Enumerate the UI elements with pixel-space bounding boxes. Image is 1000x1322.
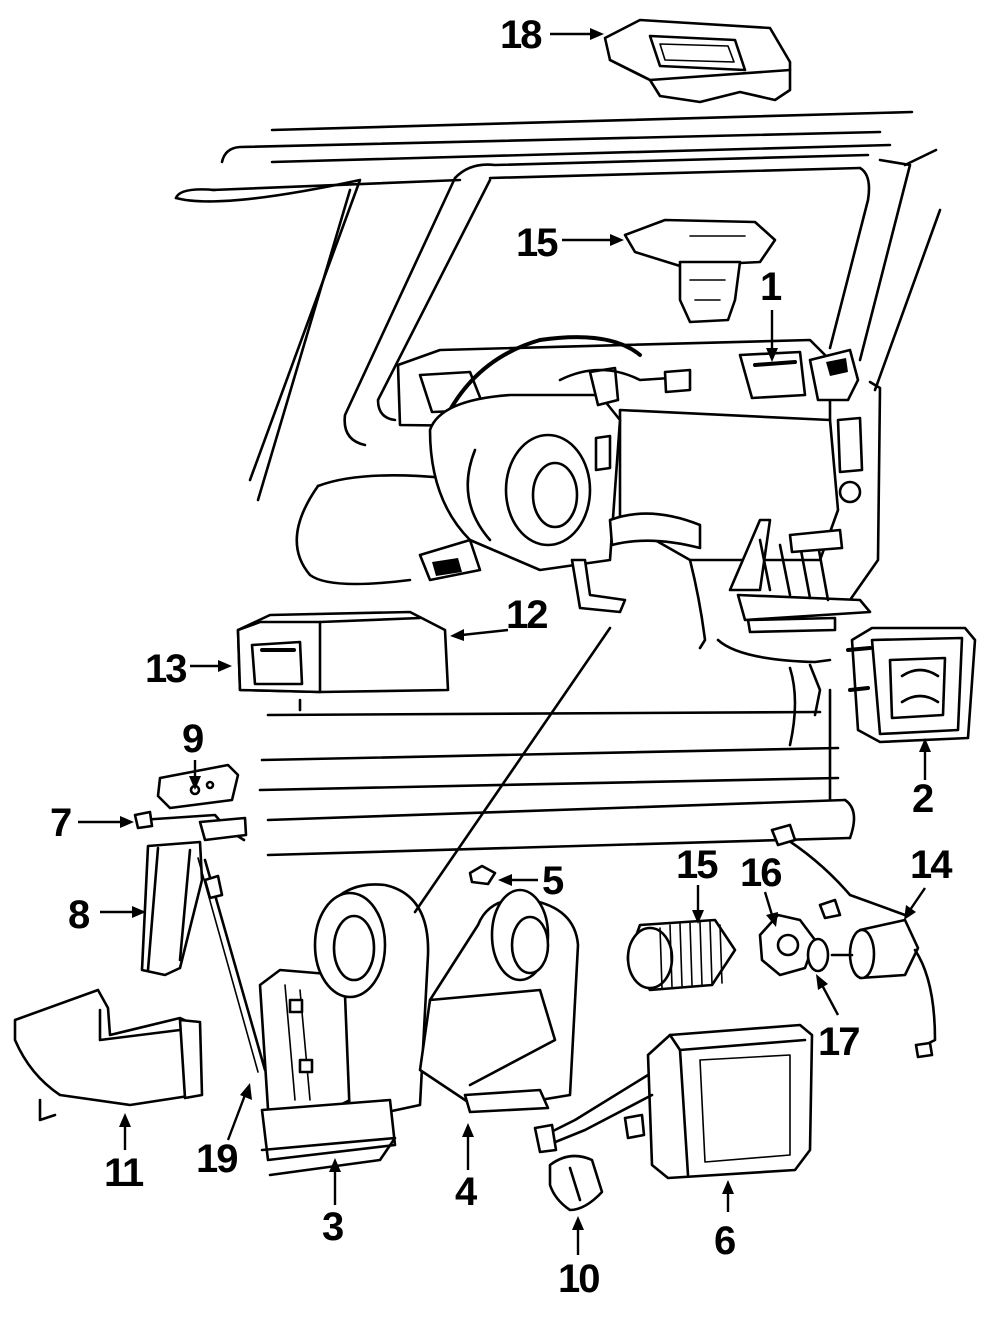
callout-2: 2 bbox=[912, 777, 933, 821]
callout-8: 8 bbox=[68, 893, 90, 937]
part-4-blower-case bbox=[418, 888, 580, 1114]
part-16-17-gasket bbox=[758, 913, 830, 977]
leader-line-housing-to-blower bbox=[413, 626, 612, 914]
callout-5: 5 bbox=[542, 859, 564, 903]
callout-14: 14 bbox=[910, 843, 953, 887]
callout-6: 6 bbox=[714, 1219, 735, 1263]
callout-4: 4 bbox=[455, 1170, 478, 1214]
callout-15-upper: 15 bbox=[516, 221, 558, 265]
callout-18: 18 bbox=[500, 13, 542, 57]
part-10-fitting bbox=[548, 1154, 604, 1212]
callout-19: 19 bbox=[196, 1137, 237, 1181]
callout-12: 12 bbox=[506, 593, 547, 637]
part-6-evaporator-core bbox=[533, 1023, 814, 1180]
callout-1: 1 bbox=[760, 265, 782, 309]
callout-7: 7 bbox=[50, 801, 71, 845]
callout-10: 10 bbox=[558, 1257, 599, 1301]
callout-3: 3 bbox=[322, 1205, 343, 1249]
part-5-clip bbox=[468, 864, 497, 886]
callout-15-lower: 15 bbox=[676, 843, 718, 887]
part-12-13-duct bbox=[236, 610, 450, 694]
part-3-blower-housing bbox=[258, 883, 430, 1177]
callout-arrows bbox=[78, 28, 931, 1255]
callout-17: 17 bbox=[818, 1020, 859, 1064]
part-2-vent bbox=[846, 626, 977, 744]
part-14-blower-motor bbox=[770, 823, 937, 1059]
callout-9: 9 bbox=[182, 717, 203, 761]
part-11-floor-duct bbox=[13, 988, 204, 1122]
part-7-8-9-control bbox=[133, 763, 267, 1073]
callout-16: 16 bbox=[740, 851, 781, 895]
part-18-roof-console bbox=[603, 18, 792, 104]
callout-11: 11 bbox=[104, 1151, 144, 1195]
callout-13: 13 bbox=[145, 647, 186, 691]
part-1-hvac-housing bbox=[396, 335, 872, 634]
part-15-blower-wheel bbox=[626, 918, 737, 992]
part-15-overhead-module bbox=[623, 218, 777, 324]
